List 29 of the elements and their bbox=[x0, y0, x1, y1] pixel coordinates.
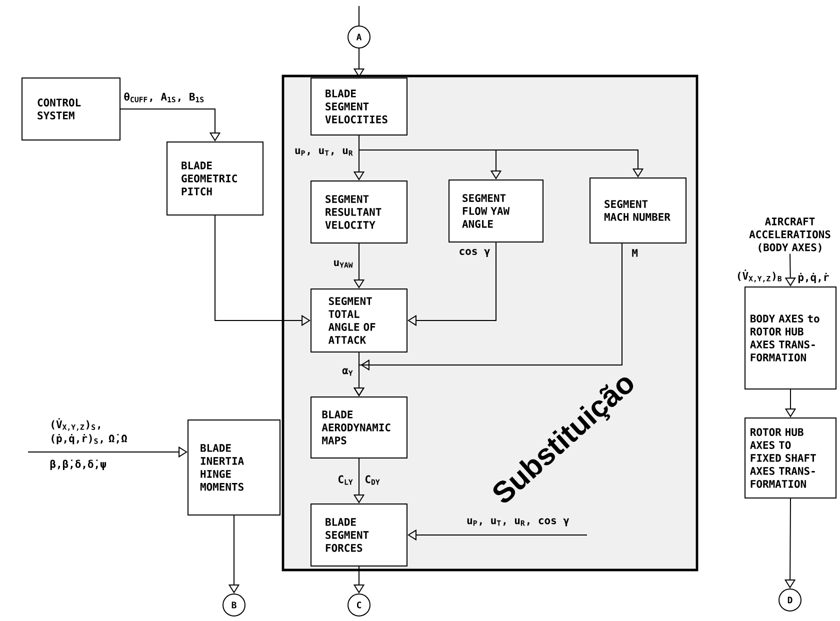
edge-label: cos γ bbox=[460, 248, 490, 258]
process-box: SEGMENT FLOW YAW ANGLE bbox=[448, 180, 544, 242]
edge-label: (V̇$_{X,Y,Z}$)$_{B}$ bbox=[738, 270, 782, 282]
edge-label: α$_{Y}$ bbox=[342, 368, 353, 376]
process-box: SEGMENT TOTAL ANGLE OF ATTACK bbox=[310, 288, 408, 352]
process-box: CONTROL SYSTEM bbox=[22, 78, 120, 140]
edge-label: u$_{P}$, u$_{T}$, u$_{R}$, cos γ bbox=[467, 518, 570, 526]
signal-label: β,β̇,δ,δ̇,ψ bbox=[50, 460, 106, 470]
process-box: BLADE SEGMENT VELOCITIES bbox=[310, 78, 408, 136]
process-box: SEGMENT RESULTANT VELOCITY bbox=[310, 180, 408, 244]
process-box: SEGMENT MACH NUMBER bbox=[590, 178, 686, 244]
edge-label: θ$_{CUFF}$, A$_{1S}$, B$_{1S}$ bbox=[124, 92, 204, 102]
arrow bbox=[120, 108, 221, 142]
edge-label: C$_{LY}$ bbox=[338, 475, 353, 485]
edge-label: u$_{YAW}$ bbox=[334, 260, 353, 268]
process-box: BLADE AERODYNAMIC MAPS bbox=[310, 396, 408, 458]
arrow bbox=[408, 242, 496, 326]
arrow bbox=[358, 135, 644, 178]
edge-label: u$_{P}$, u$_{T}$, u$_{R}$ bbox=[295, 148, 353, 156]
process-box: BLADE GEOMETRIC PITCH bbox=[166, 142, 264, 216]
input-label: AIRCRAFT ACCELERATIONS (BODY AXES) bbox=[749, 217, 830, 253]
process-box: BLADE SEGMENT FORCES bbox=[310, 504, 408, 566]
process-box: BLADE INERTIA HINGE MOMENTS bbox=[188, 420, 280, 516]
process-box: ROTOR HUB AXES TO FIXED SHAFT AXES TRANS- FORMATION bbox=[744, 418, 836, 498]
edge-label: (V̇$_{X,Y,Z}$)$_{S}$, (ṗ,q̇,ṙ)$_{S}$, Ω̇,Ω bbox=[52, 418, 127, 444]
signal-label: ṗ,q̇,ṙ bbox=[798, 272, 829, 284]
edge-label: M bbox=[632, 249, 638, 257]
process-box: BODY AXES to ROTOR HUB AXES TRANS- FORMATION bbox=[744, 286, 836, 390]
signal-label: C$_{DY}$ bbox=[365, 475, 380, 485]
